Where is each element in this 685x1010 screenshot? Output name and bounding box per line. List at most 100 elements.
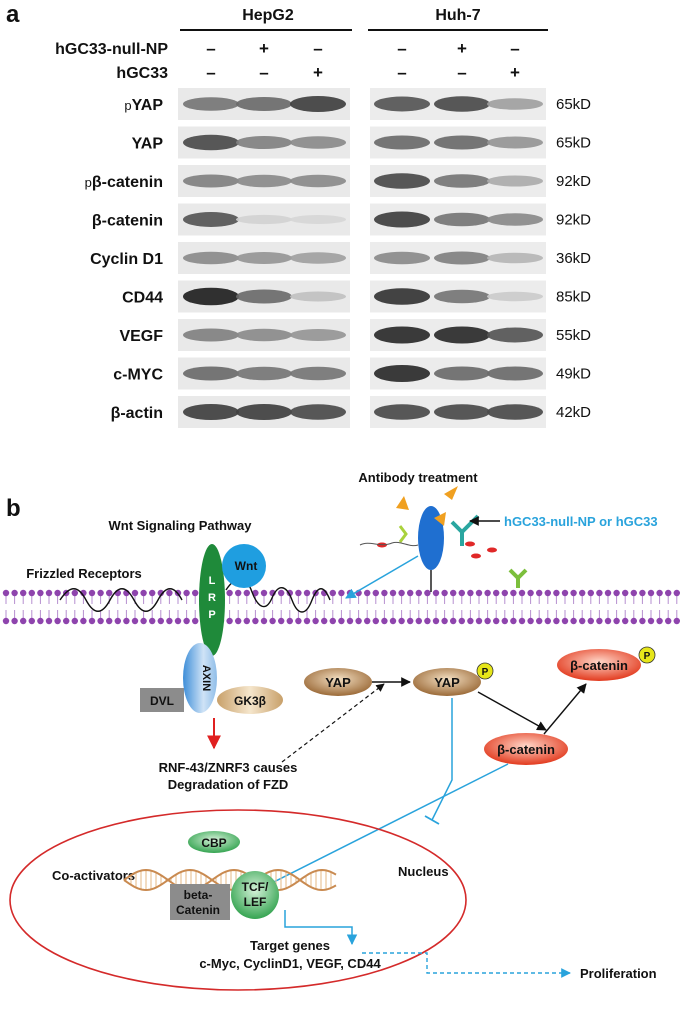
lipid-head [71,617,79,625]
beta-catenin-p-label: β-catenin [570,658,628,673]
lipid-head [20,617,27,625]
catenin-phosphorylation-arrow [543,683,587,735]
blot-band [487,175,543,187]
lipid-head [62,617,70,625]
blot-band [290,252,346,264]
lipid-head [398,589,405,597]
lipid-head [536,617,543,625]
coactivators-label: Co-activators [52,868,135,883]
phospho-badge-yap-text: P [482,667,489,678]
lipid-head [510,617,517,625]
target-genes-label: Target genes [250,938,330,953]
lipid-head [579,589,586,597]
lipid-head [346,617,354,625]
lipid-head [527,589,534,597]
lipid-head [106,589,113,597]
red-dot [487,547,497,553]
proliferation-label: Proliferation [580,966,657,981]
lipid-head [415,589,422,597]
lipid-head [243,617,250,625]
antibody-fragment-icon [398,525,408,543]
lipid-head [252,589,259,597]
blot-band [374,251,430,265]
yap-inhibition-line [431,698,453,821]
tcf-lef-node [231,871,279,919]
blot-band [374,404,430,420]
lipid-head [441,617,448,625]
dvl-box [140,688,184,712]
antibody-icon-2 [508,568,528,588]
blot-band [434,404,490,420]
lipid-head [604,589,612,597]
wnt-pathway-title: Wnt Signaling Pathway [108,518,252,533]
lipid-head [622,589,629,597]
phospho-badge-catenin [638,646,656,664]
frizzled-receptor-line-right [225,578,331,613]
lipid-head [389,617,397,625]
lipid-head [510,589,517,597]
lipid-head [97,589,104,597]
lipid-head [673,589,680,597]
lipid-head [312,617,319,625]
blot-band [290,366,346,381]
blot-band [236,97,292,111]
lipid-head [11,617,18,625]
phospho-badge-catenin-text: P [644,651,651,662]
lipid-head [424,617,431,625]
lipid-head [243,589,250,597]
transcription-arrow [284,910,358,946]
lipid-head [303,589,311,597]
beta-catenin-label: β-catenin [497,742,555,757]
lipid-head [329,617,336,625]
blot-label: pYAP [124,97,163,114]
blot-band [487,213,543,226]
lipid-head [407,617,414,625]
blot-band [434,366,490,381]
antibody-agents-label: hGC33-null-NP or hGC33 [504,514,658,529]
lipid-head [484,617,491,625]
blot-label: β-actin [111,405,163,422]
lipid-head [518,589,526,597]
ligand-triangle-3 [434,512,446,526]
lipid-head [157,589,164,597]
lipid-head [484,589,491,597]
treatment-label-hgc33-null-np: hGC33-null-NP [55,41,168,58]
blot-label: c-MYC [113,367,163,384]
blot-band [374,365,430,382]
blot-kd-label: 92kD [556,212,591,229]
ligand-triangle-2 [444,486,458,500]
blot-band [290,215,346,224]
lipid-head [131,617,139,625]
treatment-sign: – [259,63,268,82]
lipid-head [501,589,508,597]
lipid-head [303,617,311,625]
lipid-head [622,617,629,625]
lipid-head [553,589,560,597]
proliferation-dashed-arrow [362,952,571,978]
lipid-head [338,589,345,597]
blot-band [487,366,543,381]
lrp-receptor [199,544,225,656]
cell-membrane [2,589,680,625]
lipid-head [450,617,457,625]
blot-band [183,328,239,342]
lipid-head [295,589,302,597]
yap-label: YAP [325,675,351,690]
lrp-letter-p: P [208,609,215,621]
panel-b-label: b [6,495,21,522]
lipid-head [450,589,457,597]
lipid-head [28,589,35,597]
lipid-head [286,617,293,625]
rnf-text-line1: RNF-43/ZNRF3 causes [159,760,298,775]
dna-strand [123,868,337,892]
lipid-head [364,589,371,597]
lipid-head [45,617,53,625]
blot-band [236,328,292,342]
lipid-head [389,589,397,597]
blot-band [290,174,346,188]
lipid-head [321,617,328,625]
blot-band [183,404,239,420]
treatment-sign: + [510,63,520,82]
blot-band [487,291,543,302]
lipid-head [235,589,242,597]
